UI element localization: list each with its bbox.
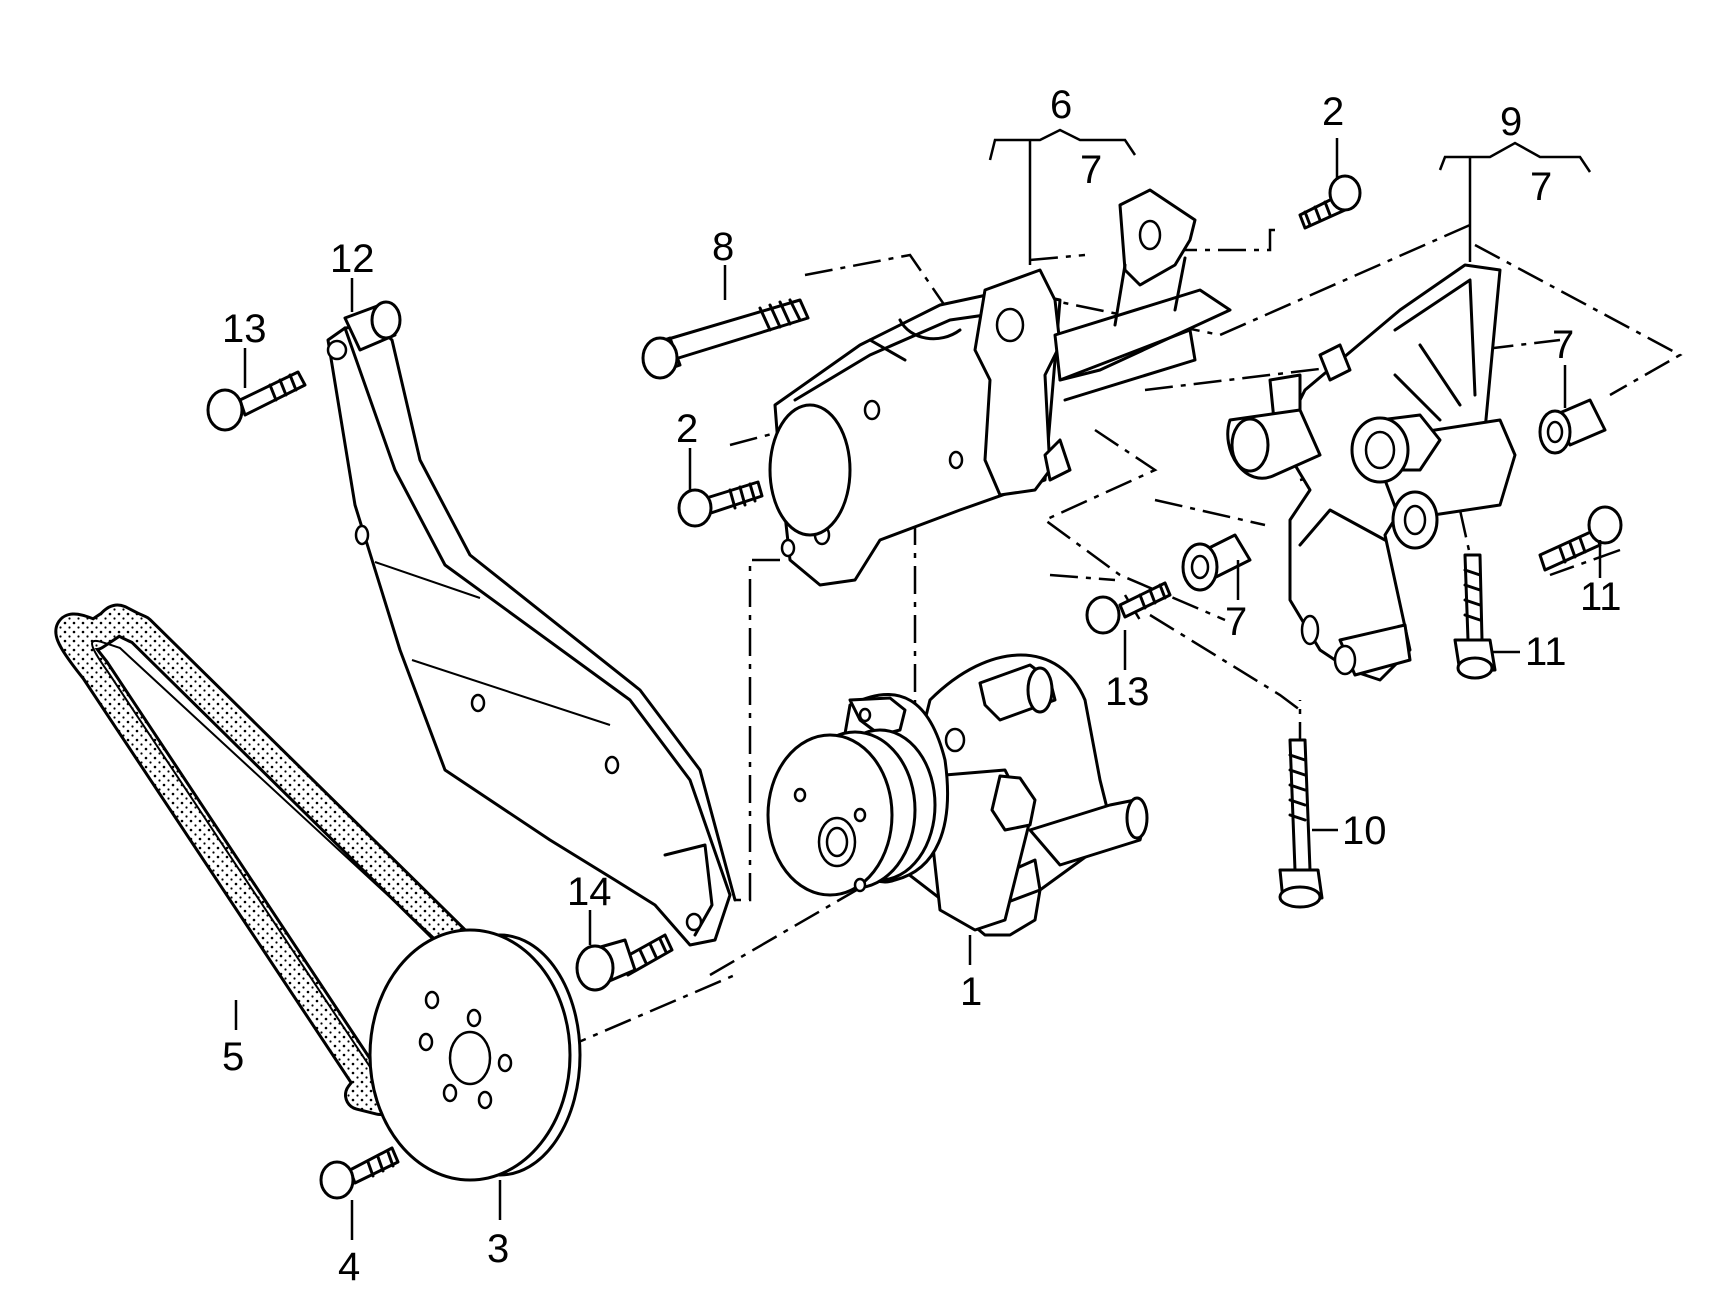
sleeve-right (1538, 398, 1607, 455)
callout-13-lower: 13 (1105, 670, 1150, 714)
bolt-2-top (1298, 174, 1362, 230)
pulley (368, 928, 582, 1182)
sleeve-lower (1181, 533, 1252, 592)
bolt-14 (575, 933, 674, 992)
callout-6: 6 (1050, 83, 1072, 127)
callout-7-top-left: 7 (1080, 148, 1102, 192)
callout-12: 12 (330, 237, 375, 281)
callouts: 6 7 2 9 7 8 12 13 7 2 7 11 11 13 10 14 1… (222, 83, 1622, 1289)
callout-8: 8 (712, 225, 734, 269)
callout-2-left: 2 (676, 407, 698, 451)
bolt-10 (1278, 738, 1324, 909)
steering-pump (766, 653, 1149, 937)
callout-11-right: 11 (1580, 575, 1622, 619)
callout-9: 9 (1500, 100, 1522, 144)
bolt-13-top (206, 370, 307, 432)
front-bracket (768, 188, 1232, 587)
callout-4: 4 (338, 1245, 360, 1289)
callout-7-right: 7 (1552, 323, 1574, 367)
callout-3: 3 (487, 1227, 509, 1271)
callout-13-top: 13 (222, 307, 267, 351)
bolt-11-vertical (1453, 553, 1497, 680)
spacer-sleeve (343, 300, 402, 352)
support-strap (326, 323, 737, 947)
rear-bracket (1226, 263, 1517, 682)
bolt-11-right (1538, 505, 1623, 572)
bolt-13-lower (1085, 581, 1172, 635)
callout-11-vertical: 11 (1525, 630, 1567, 674)
leader-lines (234, 128, 1602, 1240)
callout-1: 1 (960, 970, 982, 1014)
bolt-8 (641, 298, 810, 380)
callout-14: 14 (567, 870, 612, 914)
callout-10: 10 (1342, 809, 1387, 853)
callout-2-top: 2 (1322, 90, 1344, 134)
callout-7-lower: 7 (1225, 600, 1247, 644)
ribbed-v-belt (54, 603, 486, 1116)
callout-5: 5 (222, 1035, 244, 1079)
bolt-2-left (677, 480, 764, 528)
callout-7-top-right: 7 (1530, 165, 1552, 209)
bolt-4 (319, 1146, 400, 1200)
